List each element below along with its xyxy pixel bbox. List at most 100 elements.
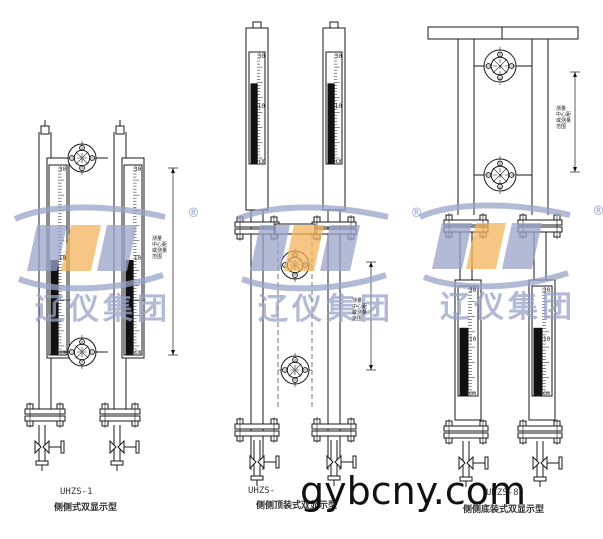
caption-desc-1: 侧侧式双显示型 (54, 501, 117, 513)
gauge-2a-scale-fill (250, 83, 258, 164)
watermark-layer: ® 辽仪集团 ® 辽仪集团 ® 辽仪集团 (13, 202, 603, 327)
gauge-1b-scale-num-mid: 10 (134, 255, 142, 262)
gauge-2-dimension-label-2: 或测量 (352, 309, 367, 316)
gauge-1-dimension-label-0: 测量 (152, 235, 162, 242)
watermark-1-glyph-b (61, 225, 101, 271)
gauge-3a-scale-num-zero: 0cm (465, 390, 476, 397)
gauge-3b-valve-body-r (540, 455, 548, 471)
gauge-1b-scale-fill (125, 260, 134, 355)
watermark-2-brand-text: 辽仪集团 (258, 292, 394, 327)
watermark-3-glyph-a (432, 223, 472, 269)
gauge-1-dimension-label-1: 中心距 (152, 241, 167, 248)
gauge-3a-scale-num-mid: 10 (469, 336, 477, 343)
gauge-1a-bottom-flange-plate-a (24, 408, 66, 415)
gauge-1-dimension-label-3: 范围 (152, 253, 162, 260)
gauge-1-dimension-label-2: 或测量 (152, 247, 167, 254)
watermark-3-swoosh-top (418, 202, 571, 220)
gauge-1a-valve-body-r (42, 439, 50, 455)
gauge-3b-top-plate (501, 26, 579, 40)
gauge-2a-valve-drain-nut (250, 475, 264, 481)
gauge-2b-scale-num-mid: 10 (335, 103, 343, 110)
watermark-2-glyph-a (250, 225, 290, 271)
watermark-3-swoosh-bottom (422, 270, 569, 290)
gauge-1a-scale-fill (50, 260, 59, 355)
watermark-1-registered: ® (187, 206, 200, 221)
gauge-1-dimension-arrow-top (171, 168, 175, 173)
gauge-1a-scale-num-zero: 0cm (55, 349, 66, 356)
gauge-2b-valve-body-l (326, 454, 334, 470)
gauge-1a-scale-num-mid: 10 (59, 255, 67, 262)
gauge-3b-bottom-flange-plate-a (517, 425, 563, 432)
gauge-1b-bottom-flange-plate-b (99, 415, 141, 422)
caption-desc-3: 侧侧底装式双显示型 (463, 503, 544, 515)
gauge-2b-bottom-flange-plate-a (311, 423, 357, 430)
gauge-1a-valve-drain-nut (35, 460, 49, 466)
watermark-2-swoosh-top (236, 204, 389, 222)
gauge-3b-scale-num-mid: 10 (543, 336, 551, 343)
gauge-1a-valve-handle (60, 440, 65, 454)
gauge-1b-valve-body-l (109, 439, 117, 455)
watermark-2-registered: ® (410, 206, 423, 221)
gauge-1b-scale-num-top: 30 (134, 166, 142, 173)
gauge-1b-scale-num-zero: 0cm (130, 349, 141, 356)
watermark-1-brand-text: 辽仪集团 (35, 292, 171, 327)
gauge-1b-valve-body-r (117, 439, 125, 455)
gauge-3b-valve-body-l (532, 455, 540, 471)
gauge-3-upper-flange-x2 (492, 58, 508, 74)
watermark-3-glyph-b (466, 223, 506, 269)
watermark-2: ® 辽仪集团 (236, 204, 423, 327)
watermark-1-glyph-a (27, 225, 67, 271)
gauge-3b-scale-num-top: 30 (543, 287, 551, 294)
gauge-1b-valve-drain-nut (110, 460, 124, 466)
gauge-2-lower-flange-x2 (288, 363, 302, 377)
gauge-1-dimension-arrow-bot (171, 350, 175, 355)
gauge-1-upper-flange-x2 (75, 151, 89, 165)
gauge-3b-valve-handle (558, 456, 563, 470)
gauge-2-dimension-arrow-bot (369, 365, 373, 370)
gauge-2a-bottom-flange-plate-b (234, 430, 280, 437)
gauge-2a-scale-num-top: 30 (258, 53, 266, 60)
gauge-2-dimension-label-3: 范围 (352, 315, 362, 322)
gauge-2a-scale-num-mid: 10 (258, 103, 266, 110)
gauge-3-dimension-label-2: 或测量 (556, 117, 571, 124)
label-layer: 30100cm30100cm测量中心距或测量范围30100cm30100cm测量… (54, 53, 571, 515)
gauge-3-dimension-arrow-top (573, 72, 577, 77)
gauge-3b-bottom-flange-plate-b (517, 432, 563, 439)
gauge-3a-scale-num-top: 30 (469, 287, 477, 294)
watermark-1-swoosh-bottom (17, 272, 164, 292)
gauge-2a-cap (252, 21, 262, 29)
gauge-3b-valve-drain-nut (533, 476, 547, 482)
watermark-3: ® 辽仪集团 (418, 202, 603, 325)
watermark-1-swoosh-top (13, 204, 166, 222)
gauge-2-dimension-label-0: 测量 (352, 297, 362, 304)
watermark-1: ® 辽仪集团 (13, 204, 200, 327)
gauge-2b-cap (329, 21, 339, 29)
watermark-3-brand-text: 辽仪集团 (440, 290, 576, 325)
caption-code-1: UHZS-1 (60, 487, 93, 497)
gauge-1a-bottom-flange-plate-b (24, 415, 66, 422)
gauge-3-dimension-label-3: 范围 (556, 123, 566, 130)
watermark-3-registered: ® (592, 204, 603, 219)
gauge-3a-top-plate (427, 26, 505, 40)
caption-code-2: UHZS- (248, 486, 275, 496)
gauge-3-dimension-label-1: 中心距 (556, 111, 571, 118)
gauge-2b-scale-num-top: 30 (335, 53, 343, 60)
site-watermark-text: gybcny.com (300, 469, 527, 513)
gauge-2a-valve-body-r (257, 454, 265, 470)
gauge-3b-scale-fill (533, 327, 543, 396)
gauge-1a-scale-num-top: 30 (59, 166, 67, 173)
gauge-1-lower-flange-x2 (75, 345, 89, 359)
gauge-1b-bottom-flange-plate-a (99, 408, 141, 415)
gauge-1b-cap (115, 125, 125, 135)
gauge-3a-valve-body-l (458, 455, 466, 471)
gauge-2b-valve-handle (352, 455, 357, 469)
gauge-2-dimension-label-1: 中心距 (352, 303, 367, 310)
gauge-3-dimension-arrow-bot (573, 167, 577, 172)
gauge-2b-valve-body-r (334, 454, 342, 470)
gauge-1a-valve-body-l (34, 439, 42, 455)
gauge-3a-bottom-flange-plate-b (443, 432, 489, 439)
watermark-1-glyph-c (97, 225, 137, 271)
gauge-1a-cap (40, 125, 50, 135)
gauge-2b-scale-num-zero: 0cm (332, 158, 343, 165)
